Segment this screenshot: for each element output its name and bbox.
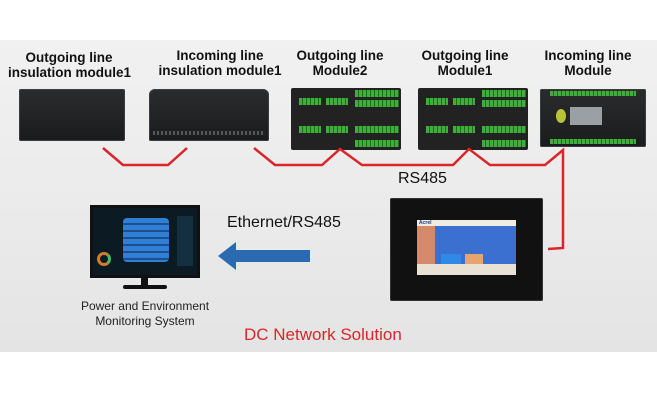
label-incoming: Incoming line Module <box>533 48 643 78</box>
label-outgoing-2: Outgoing line Module2 <box>290 48 390 78</box>
bus-segment <box>253 147 565 251</box>
label-line2: insulation module1 <box>8 65 132 80</box>
rs485-label: RS485 <box>398 170 447 187</box>
label-line2: insulation module1 <box>158 63 282 78</box>
hmi-screen: Acrel <box>417 220 516 275</box>
label-outgoing-insulation-1: Outgoing line insulation module1 <box>8 50 132 80</box>
label-line2: Module <box>564 63 612 78</box>
label-line1: Power and Environment <box>80 299 210 313</box>
left-arrow-icon <box>218 242 310 270</box>
label-line2: Module2 <box>312 63 368 78</box>
ethernet-rs485-label: Ethernet/RS485 <box>227 214 341 231</box>
monitoring-system-label: Power and Environment Monitoring System <box>65 299 225 329</box>
label-incoming-insulation-1: Incoming line insulation module1 <box>155 48 285 78</box>
label-line1: Outgoing line <box>25 50 113 65</box>
solution-title: DC Network Solution <box>244 325 402 344</box>
module-outgoing-insulation-1 <box>19 89 125 141</box>
label-line2: Monitoring System <box>95 314 195 328</box>
bus-segment <box>102 147 188 167</box>
label-line1: Incoming line <box>176 48 264 63</box>
module-outgoing-1 <box>418 88 528 150</box>
module-outgoing-2 <box>291 88 401 150</box>
touchscreen-icon: Acrel <box>390 198 543 301</box>
hmi-brand: Acrel <box>419 220 432 226</box>
module-incoming <box>540 89 646 147</box>
label-line1: Incoming line <box>544 48 632 63</box>
label-line1: Outgoing line <box>421 48 509 63</box>
label-line2: Module1 <box>437 63 493 78</box>
module-incoming-insulation-1 <box>149 89 269 141</box>
label-line1: Outgoing line <box>296 48 384 63</box>
label-outgoing-1: Outgoing line Module1 <box>415 48 515 78</box>
